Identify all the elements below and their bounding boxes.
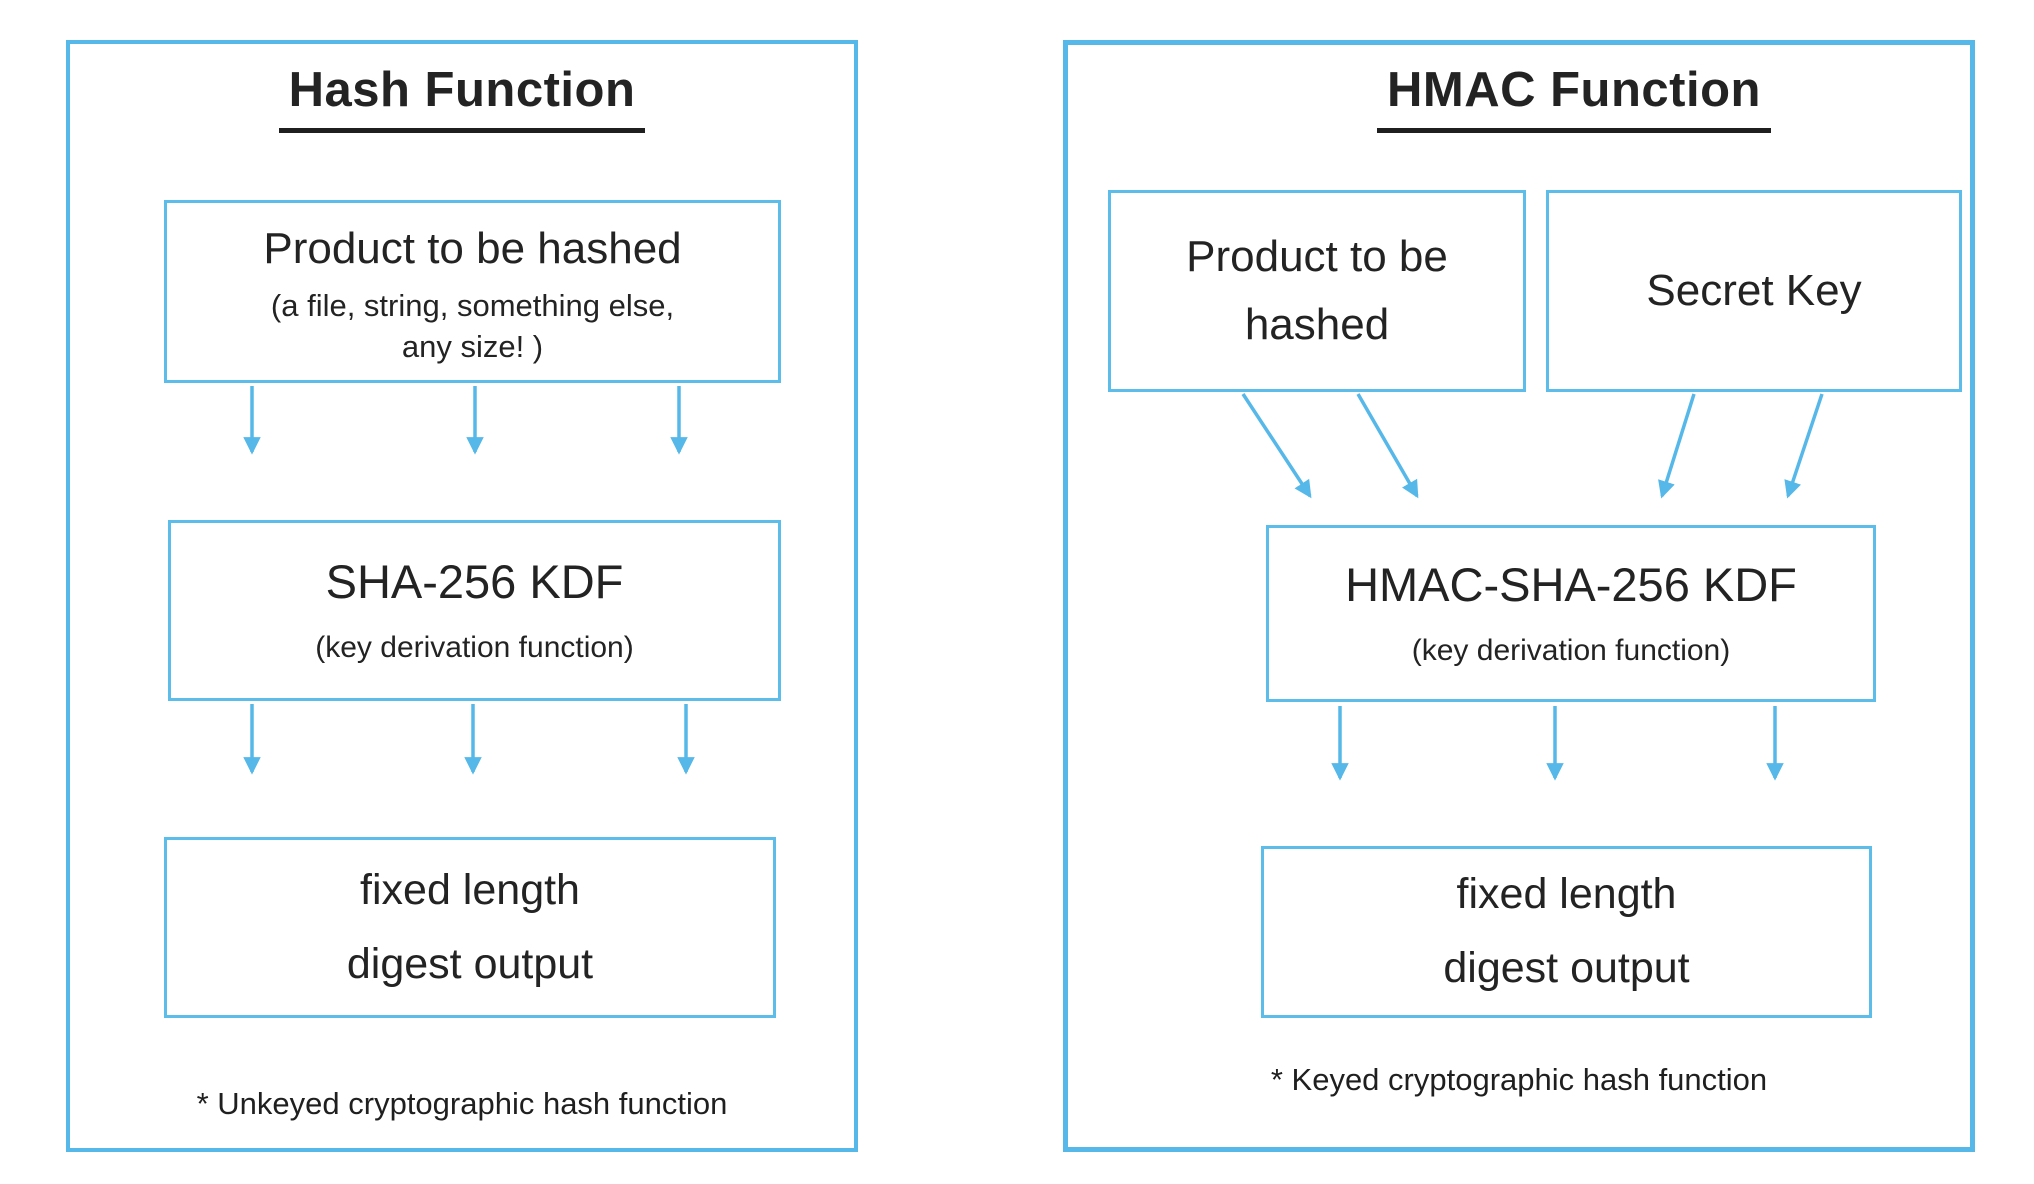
hmac-input-title: Product to be hashed <box>1186 231 1448 349</box>
hmac-output-line1: fixed length <box>1456 870 1677 919</box>
hash-input-title: Product to be hashed <box>263 223 682 273</box>
hmac-kdf-title: HMAC-SHA-256 KDF <box>1345 557 1797 611</box>
hash-output-line2: digest output <box>346 939 594 988</box>
hash-input-subtitle-line1: (a file, string, something else, <box>270 287 675 323</box>
hash-output-box: fixed length digest output <box>164 837 776 1018</box>
hash-panel-title-wrap: Hash Function <box>66 62 858 133</box>
hmac-panel-title: HMAC Function <box>1377 62 1771 133</box>
hash-kdf-subtitle: (key derivation function) <box>315 630 634 664</box>
hash-kdf-title: SHA-256 KDF <box>325 554 624 608</box>
hmac-footnote: * Keyed cryptographic hash function <box>1270 1062 1768 1097</box>
hmac-input-box: Product to be hashed <box>1108 190 1526 392</box>
hash-panel-title: Hash Function <box>278 62 646 133</box>
hmac-secret-key-box: Secret Key <box>1546 190 1962 392</box>
hash-footnote: * Unkeyed cryptographic hash function <box>196 1086 728 1121</box>
hash-kdf-box: SHA-256 KDF (key derivation function) <box>168 520 781 701</box>
hmac-output-line2: digest output <box>1443 944 1690 992</box>
hmac-kdf-box: HMAC-SHA-256 KDF (key derivation functio… <box>1266 525 1876 702</box>
hmac-panel-title-wrap: HMAC Function <box>1118 62 2030 133</box>
hash-output-line1: fixed length <box>360 865 580 914</box>
hash-input-box: Product to be hashed (a file, string, so… <box>164 200 781 383</box>
hmac-kdf-subtitle: (key derivation function) <box>1411 633 1731 667</box>
hash-input-subtitle-line2: any size! ) <box>401 328 544 364</box>
hmac-output-box: fixed length digest output <box>1261 846 1872 1018</box>
hmac-secret-key-title: Secret Key <box>1646 266 1862 315</box>
